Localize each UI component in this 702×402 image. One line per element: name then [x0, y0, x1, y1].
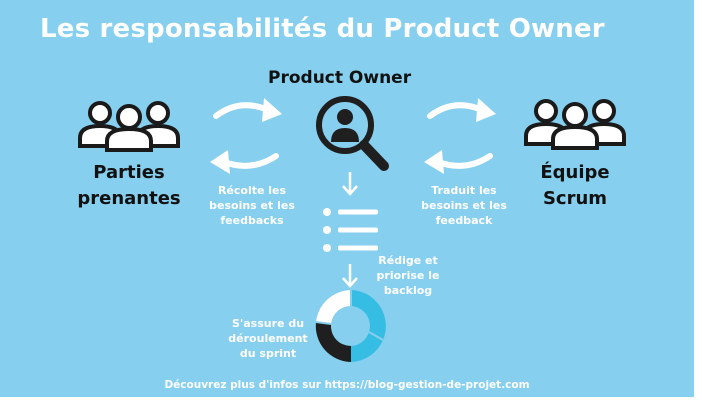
down-arrow-icon	[342, 172, 358, 196]
footer-link-text: Découvrez plus d'infos sur https://blog-…	[164, 379, 530, 391]
scrum-team-label: Équipe Scrum	[525, 160, 625, 212]
backlog-caption-line2: priorise le	[376, 269, 440, 282]
left-flow-caption: Récolte les besoins et les feedbacks	[206, 183, 298, 228]
product-owner-label: Product Owner	[268, 68, 412, 88]
sprint-caption-line2: déroulement	[228, 332, 308, 345]
backlog-list-icon	[323, 208, 378, 252]
left-flow-caption-line2: besoins et les	[209, 199, 295, 212]
sprint-cycle-icon	[315, 290, 386, 362]
right-flow-caption-line3: feedback	[435, 214, 493, 227]
page-margin-bottom	[0, 397, 702, 402]
sprint-caption: S'assure du déroulement du sprint	[224, 316, 312, 361]
right-exchange-arrows-icon	[424, 98, 496, 174]
right-flow-caption-line2: besoins et les	[421, 199, 507, 212]
scrum-team-label-line1: Équipe	[540, 162, 610, 183]
stakeholders-group-icon	[78, 101, 180, 152]
right-flow-caption-line1: Traduit les	[431, 184, 497, 197]
sprint-caption-line1: S'assure du	[231, 317, 305, 330]
left-exchange-arrows-icon	[210, 98, 282, 174]
page-title: Les responsabilités du Product Owner	[40, 14, 605, 44]
left-flow-caption-line1: Récolte les	[217, 184, 287, 197]
page-margin-right	[694, 0, 702, 402]
right-flow-caption: Traduit les besoins et les feedback	[416, 183, 512, 228]
backlog-caption: Rédige et priorise le backlog	[366, 253, 450, 298]
stakeholders-label-line2: prenantes	[77, 188, 181, 209]
sprint-caption-line3: du sprint	[239, 347, 297, 360]
backlog-caption-line1: Rédige et	[378, 254, 438, 267]
stakeholders-label: Parties prenantes	[72, 160, 186, 212]
down-arrow-icon	[342, 264, 358, 288]
product-owner-magnifier-icon	[316, 96, 389, 171]
left-flow-caption-line3: feedbacks	[220, 214, 284, 227]
stakeholders-label-line1: Parties	[93, 162, 165, 183]
diagram-background	[0, 0, 694, 397]
scrum-team-label-line2: Scrum	[542, 188, 608, 209]
backlog-caption-line3: backlog	[383, 284, 433, 297]
scrum-team-group-icon	[524, 99, 626, 150]
